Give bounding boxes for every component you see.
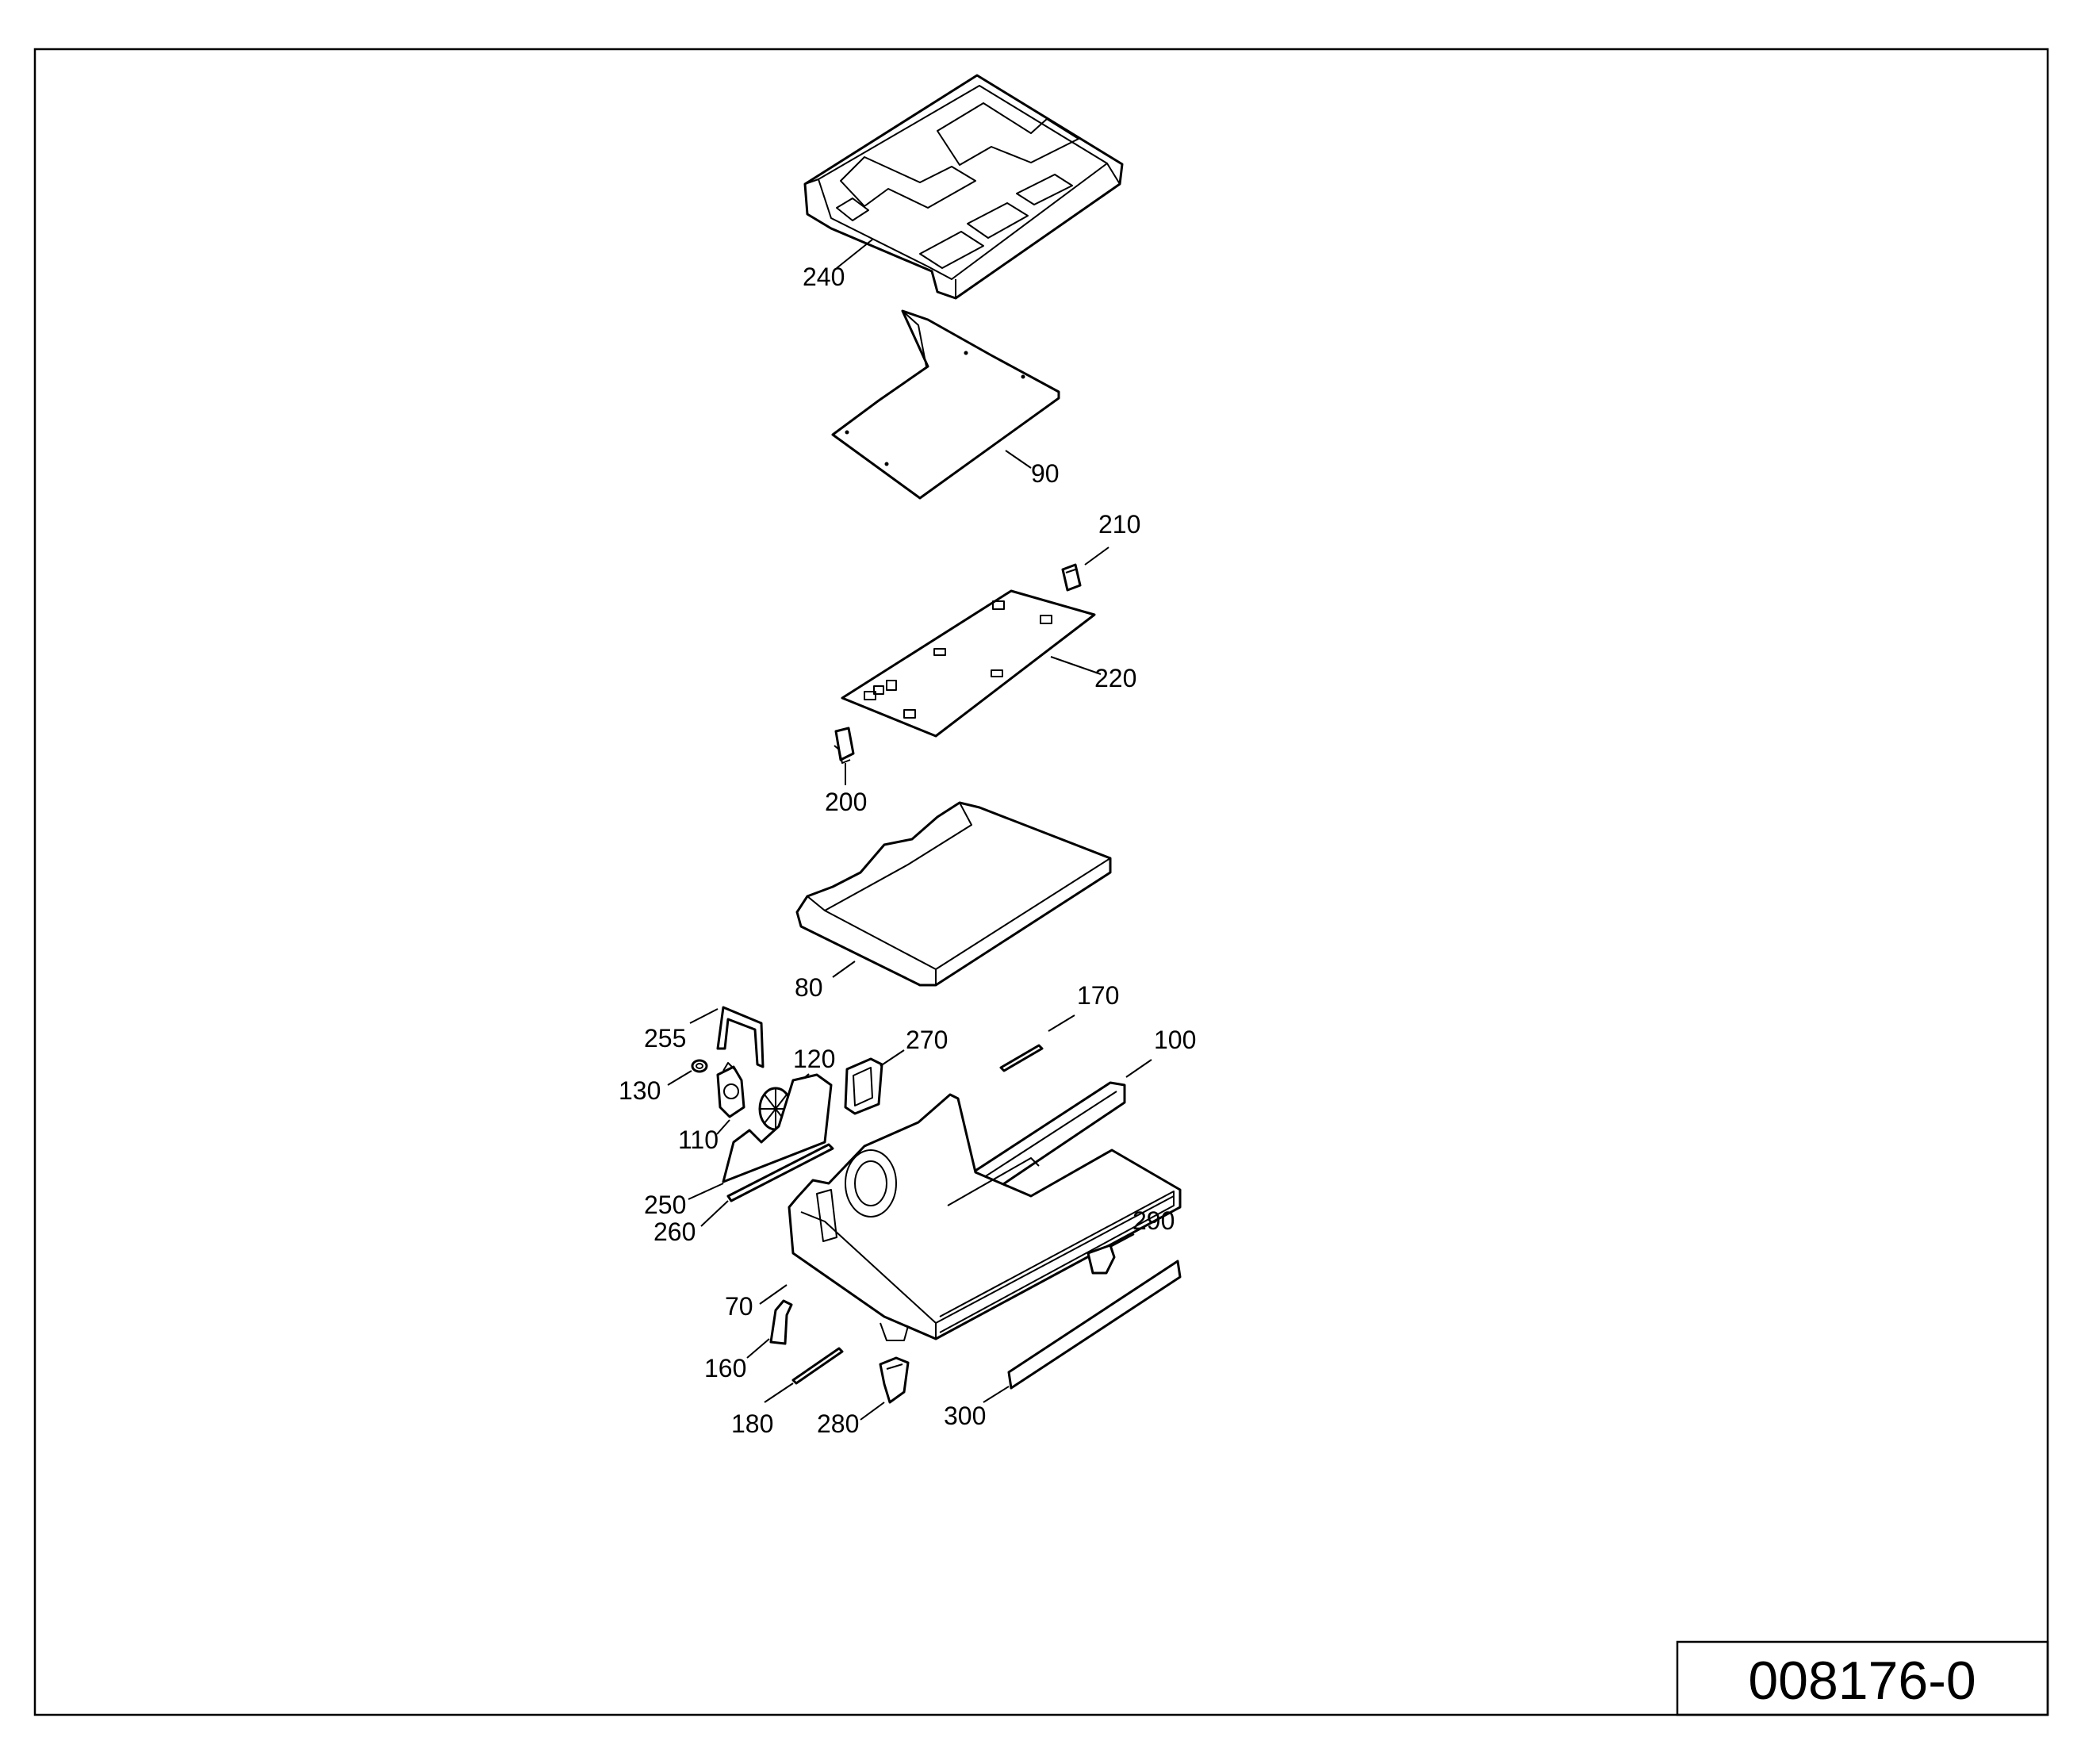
callout-labels: 240 90 210 220 200 80 170 255 120 270 10… xyxy=(619,263,1196,1438)
part-70-drawer xyxy=(788,1093,1182,1341)
part-210-clip xyxy=(1061,563,1082,592)
callout-220: 220 xyxy=(1094,664,1136,692)
callout-100: 100 xyxy=(1154,1026,1196,1054)
callout-200: 200 xyxy=(825,788,867,816)
part-90-cover-sheet xyxy=(831,309,1060,500)
part-300-handle xyxy=(1007,1260,1182,1390)
callout-130: 130 xyxy=(619,1076,661,1105)
callout-160: 160 xyxy=(704,1354,746,1382)
callout-280: 280 xyxy=(817,1409,859,1438)
callout-180: 180 xyxy=(731,1409,773,1438)
title-block xyxy=(1676,1640,2049,1716)
part-250-fan-shroud xyxy=(722,1073,833,1183)
callout-170: 170 xyxy=(1077,981,1119,1010)
part-280-latch xyxy=(879,1356,910,1404)
part-80-shelf xyxy=(795,801,1112,987)
drawing-id: 008176-0 xyxy=(1748,1651,1976,1711)
callout-110: 110 xyxy=(678,1126,719,1154)
part-170-pin xyxy=(999,1044,1044,1072)
part-160-hose xyxy=(769,1299,793,1345)
part-270-seal xyxy=(844,1057,883,1115)
part-110-motor xyxy=(716,1062,745,1118)
part-220-plate xyxy=(841,589,1096,738)
part-260-strip xyxy=(726,1143,834,1202)
callout-70: 70 xyxy=(725,1292,753,1321)
callout-255: 255 xyxy=(644,1024,686,1053)
part-130-nut xyxy=(691,1059,708,1073)
callout-250: 250 xyxy=(644,1191,686,1219)
part-200-clip xyxy=(834,727,855,764)
callout-300: 300 xyxy=(944,1402,986,1430)
part-180-pin xyxy=(791,1347,844,1385)
callout-260: 260 xyxy=(653,1218,696,1246)
callout-240: 240 xyxy=(803,263,845,291)
callout-90: 90 xyxy=(1031,459,1060,488)
part-290-bracket xyxy=(1086,1244,1116,1275)
part-255-bracket xyxy=(716,1006,765,1068)
part-240-tray xyxy=(803,74,1124,300)
callout-80: 80 xyxy=(795,973,823,1002)
callout-120: 120 xyxy=(793,1045,835,1073)
callout-210: 210 xyxy=(1098,510,1140,539)
drawing-frame xyxy=(33,48,2049,1716)
callout-290: 290 xyxy=(1132,1206,1175,1235)
callout-270: 270 xyxy=(906,1026,948,1054)
